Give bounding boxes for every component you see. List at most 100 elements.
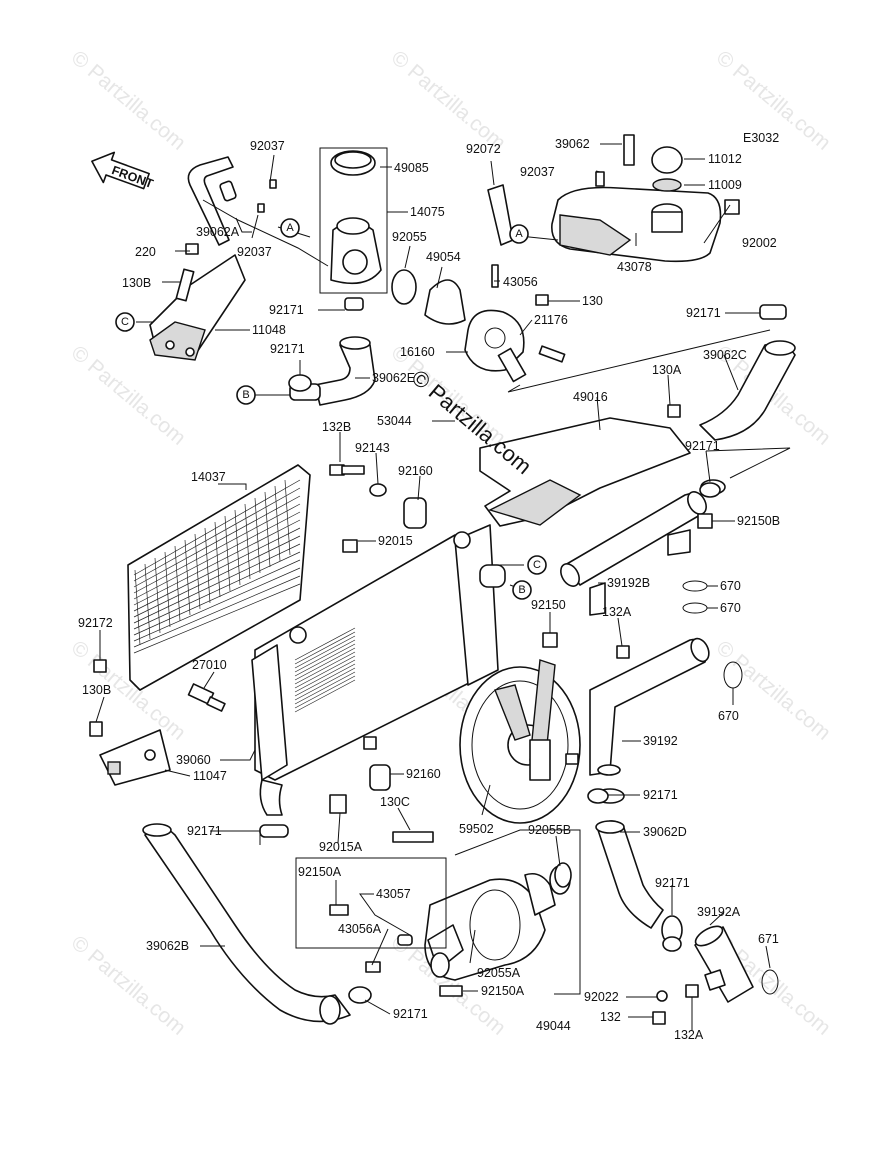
part-label: 220 [135,245,156,259]
mesh-line [214,521,221,598]
mesh-line [133,511,301,600]
bracket-11047-drawing [89,659,171,786]
fin-line [294,655,356,689]
mesh-line [234,509,241,586]
part-label: 49044 [536,1019,571,1033]
part-label: 49054 [426,250,461,264]
mesh-line [133,543,301,624]
mesh-line [133,559,301,636]
part-label: 59502 [459,822,494,836]
mesh-line [133,535,301,618]
watermark-text: © Partzilla.com [387,46,510,155]
hose-39062D-drawing [595,820,683,945]
fin-line [294,631,356,665]
part-label: 49016 [573,390,608,404]
mesh-line [133,479,301,576]
mesh-line [133,567,301,642]
pipe-39192A-drawing [652,925,779,1025]
part-label: 92055B [528,823,571,837]
fin-line [294,671,356,705]
part-label: 130B [82,683,111,697]
fin-line [294,651,356,685]
svg-text:B: B [242,389,249,401]
part-label: 11009 [708,178,742,192]
part-label: 132 [600,1010,621,1024]
fin-line [294,679,356,713]
diagram-code: E3032 [743,131,779,145]
svg-text:C: C [121,316,129,328]
fin-line [294,627,356,661]
part-label: 39062 [555,137,590,151]
fin-line [294,647,356,681]
part-label: 92171 [655,876,690,890]
mesh-line [254,497,261,574]
part-label: 92055 [392,230,427,244]
mesh-line [133,551,301,630]
part-label: 27010 [192,658,227,672]
mesh-line [133,527,301,612]
mesh-line [164,551,171,628]
part-label: 92150B [737,514,780,528]
part-label: 130C [380,795,410,809]
mesh-line [133,583,301,654]
radiator-drawing [251,524,506,816]
temp-sensor-drawing [187,683,226,712]
watermark-text: © Partzilla.com [67,46,190,155]
part-label: 92072 [466,142,501,156]
part-label: 130A [652,363,682,377]
mesh-line [284,479,291,556]
fin-line [294,663,356,697]
mesh-line [133,575,301,648]
part-label: 92171 [187,824,222,838]
part-label: 43056A [338,922,382,936]
part-label: 43078 [617,260,652,274]
part-label: 11048 [252,323,286,337]
callouts: A A B B C C [115,218,547,600]
part-label: 92171 [686,306,721,320]
svg-text:C: C [533,559,541,571]
part-label: 92171 [393,1007,428,1021]
part-label: 670 [718,709,739,723]
part-label: 49085 [394,161,429,175]
part-label: 92172 [78,616,113,630]
mesh-line [224,515,231,592]
part-label: 92015 [378,534,413,548]
fin-line [294,667,356,701]
callout-a-right: A [509,224,529,244]
part-label: 39062D [643,825,687,839]
part-label: 92171 [685,439,720,453]
mesh-line [154,557,161,634]
reserve-tank-drawing [551,134,740,263]
part-label: 92171 [643,788,678,802]
part-label: 39062B [146,939,189,953]
mesh-line [133,495,301,588]
part-label: 92002 [742,236,777,250]
leader-lines [95,143,791,1030]
part-label: 14037 [191,470,226,484]
screen-mesh [133,479,301,654]
part-label: 132B [322,420,351,434]
callout-a-left: A [280,218,300,238]
part-label: 92171 [270,342,305,356]
svg-text:A: A [286,222,294,234]
part-label: 92160 [398,464,433,478]
pipe-39192B-drawing [560,479,726,616]
part-label: 671 [758,932,779,946]
part-label: 39060 [176,753,211,767]
callout-c-right: C [527,555,547,575]
part-label: 92150 [531,598,566,612]
svg-text:A: A [515,228,523,240]
part-label: 92171 [269,303,304,317]
mesh-line [144,563,151,640]
fin-line [294,639,356,673]
bolts-top-drawing [329,464,427,553]
fin-line [294,659,356,693]
mesh-line [133,487,301,582]
part-label: 92143 [355,441,390,455]
filler-neck-drawing [319,147,417,305]
part-label: 670 [720,601,741,615]
part-label: 43056 [503,275,538,289]
part-label: 92150A [298,865,342,879]
part-label: 130 [582,294,603,308]
part-label: 92150A [481,984,525,998]
